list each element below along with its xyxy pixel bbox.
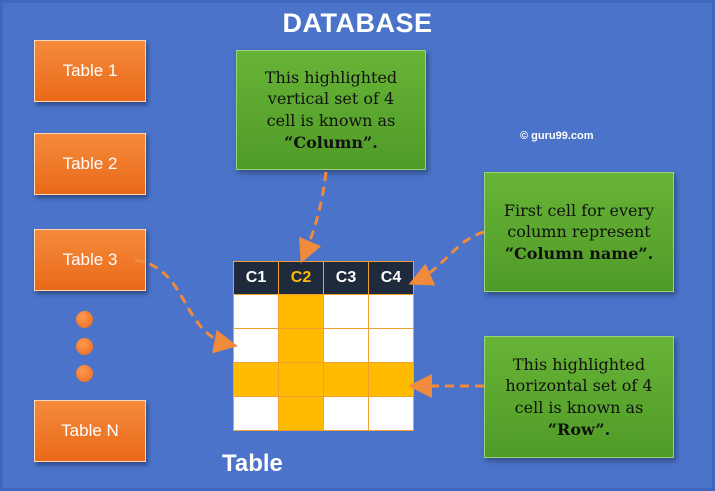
grid-cell xyxy=(368,328,414,363)
table-n-box: Table N xyxy=(34,400,146,462)
arrow-table-3 xyxy=(134,258,238,354)
grid-row xyxy=(233,396,414,431)
diagram-title: DATABASE xyxy=(282,8,433,38)
grid-cell xyxy=(278,396,324,431)
copyright-text: © guru99.com xyxy=(520,130,594,142)
table-1-box: Table 1 xyxy=(34,40,146,102)
table-2-box: Table 2 xyxy=(34,133,146,195)
arrow-column-callout xyxy=(299,171,328,264)
grid-row xyxy=(233,328,414,363)
grid-row xyxy=(233,362,414,397)
callout-line: First cell for every xyxy=(503,200,655,220)
grid-cell xyxy=(233,396,279,431)
table-label: Table xyxy=(222,450,283,477)
table-3-box: Table 3 xyxy=(34,229,146,291)
ellipsis-dot xyxy=(76,365,93,382)
callout-keyword: “Row”. xyxy=(547,419,611,439)
arrow-column-name-callout xyxy=(408,230,485,286)
column-name-callout: First cell for every column represent “C… xyxy=(484,172,674,292)
grid-cell xyxy=(368,362,414,397)
grid-cell xyxy=(368,396,414,431)
callout-line: cell is known as xyxy=(514,398,644,417)
row-callout: This highlighted horizontal set of 4 cel… xyxy=(484,336,674,458)
column-callout: This highlighted vertical set of 4 cell … xyxy=(236,50,426,170)
callout-line: This highlighted xyxy=(512,354,646,374)
callout-keyword: “Column name”. xyxy=(504,243,654,263)
grid-cell xyxy=(323,396,369,431)
grid-cell xyxy=(278,294,324,329)
callout-line: cell is known as xyxy=(266,111,396,130)
ellipsis-dot xyxy=(76,311,93,328)
column-header-c1: C1 xyxy=(233,261,279,295)
callout-line: This highlighted xyxy=(264,67,398,87)
column-header-c4: C4 xyxy=(368,261,414,295)
callout-line: vertical set of 4 xyxy=(267,89,395,109)
callout-keyword: “Column”. xyxy=(284,132,378,152)
callout-line: column represent xyxy=(507,222,651,242)
column-header-c3: C3 xyxy=(323,261,369,295)
callout-line: horizontal set of 4 xyxy=(505,376,653,396)
grid-cell xyxy=(278,328,324,363)
column-header-c2: C2 xyxy=(278,261,324,295)
ellipsis-dot xyxy=(76,338,93,355)
